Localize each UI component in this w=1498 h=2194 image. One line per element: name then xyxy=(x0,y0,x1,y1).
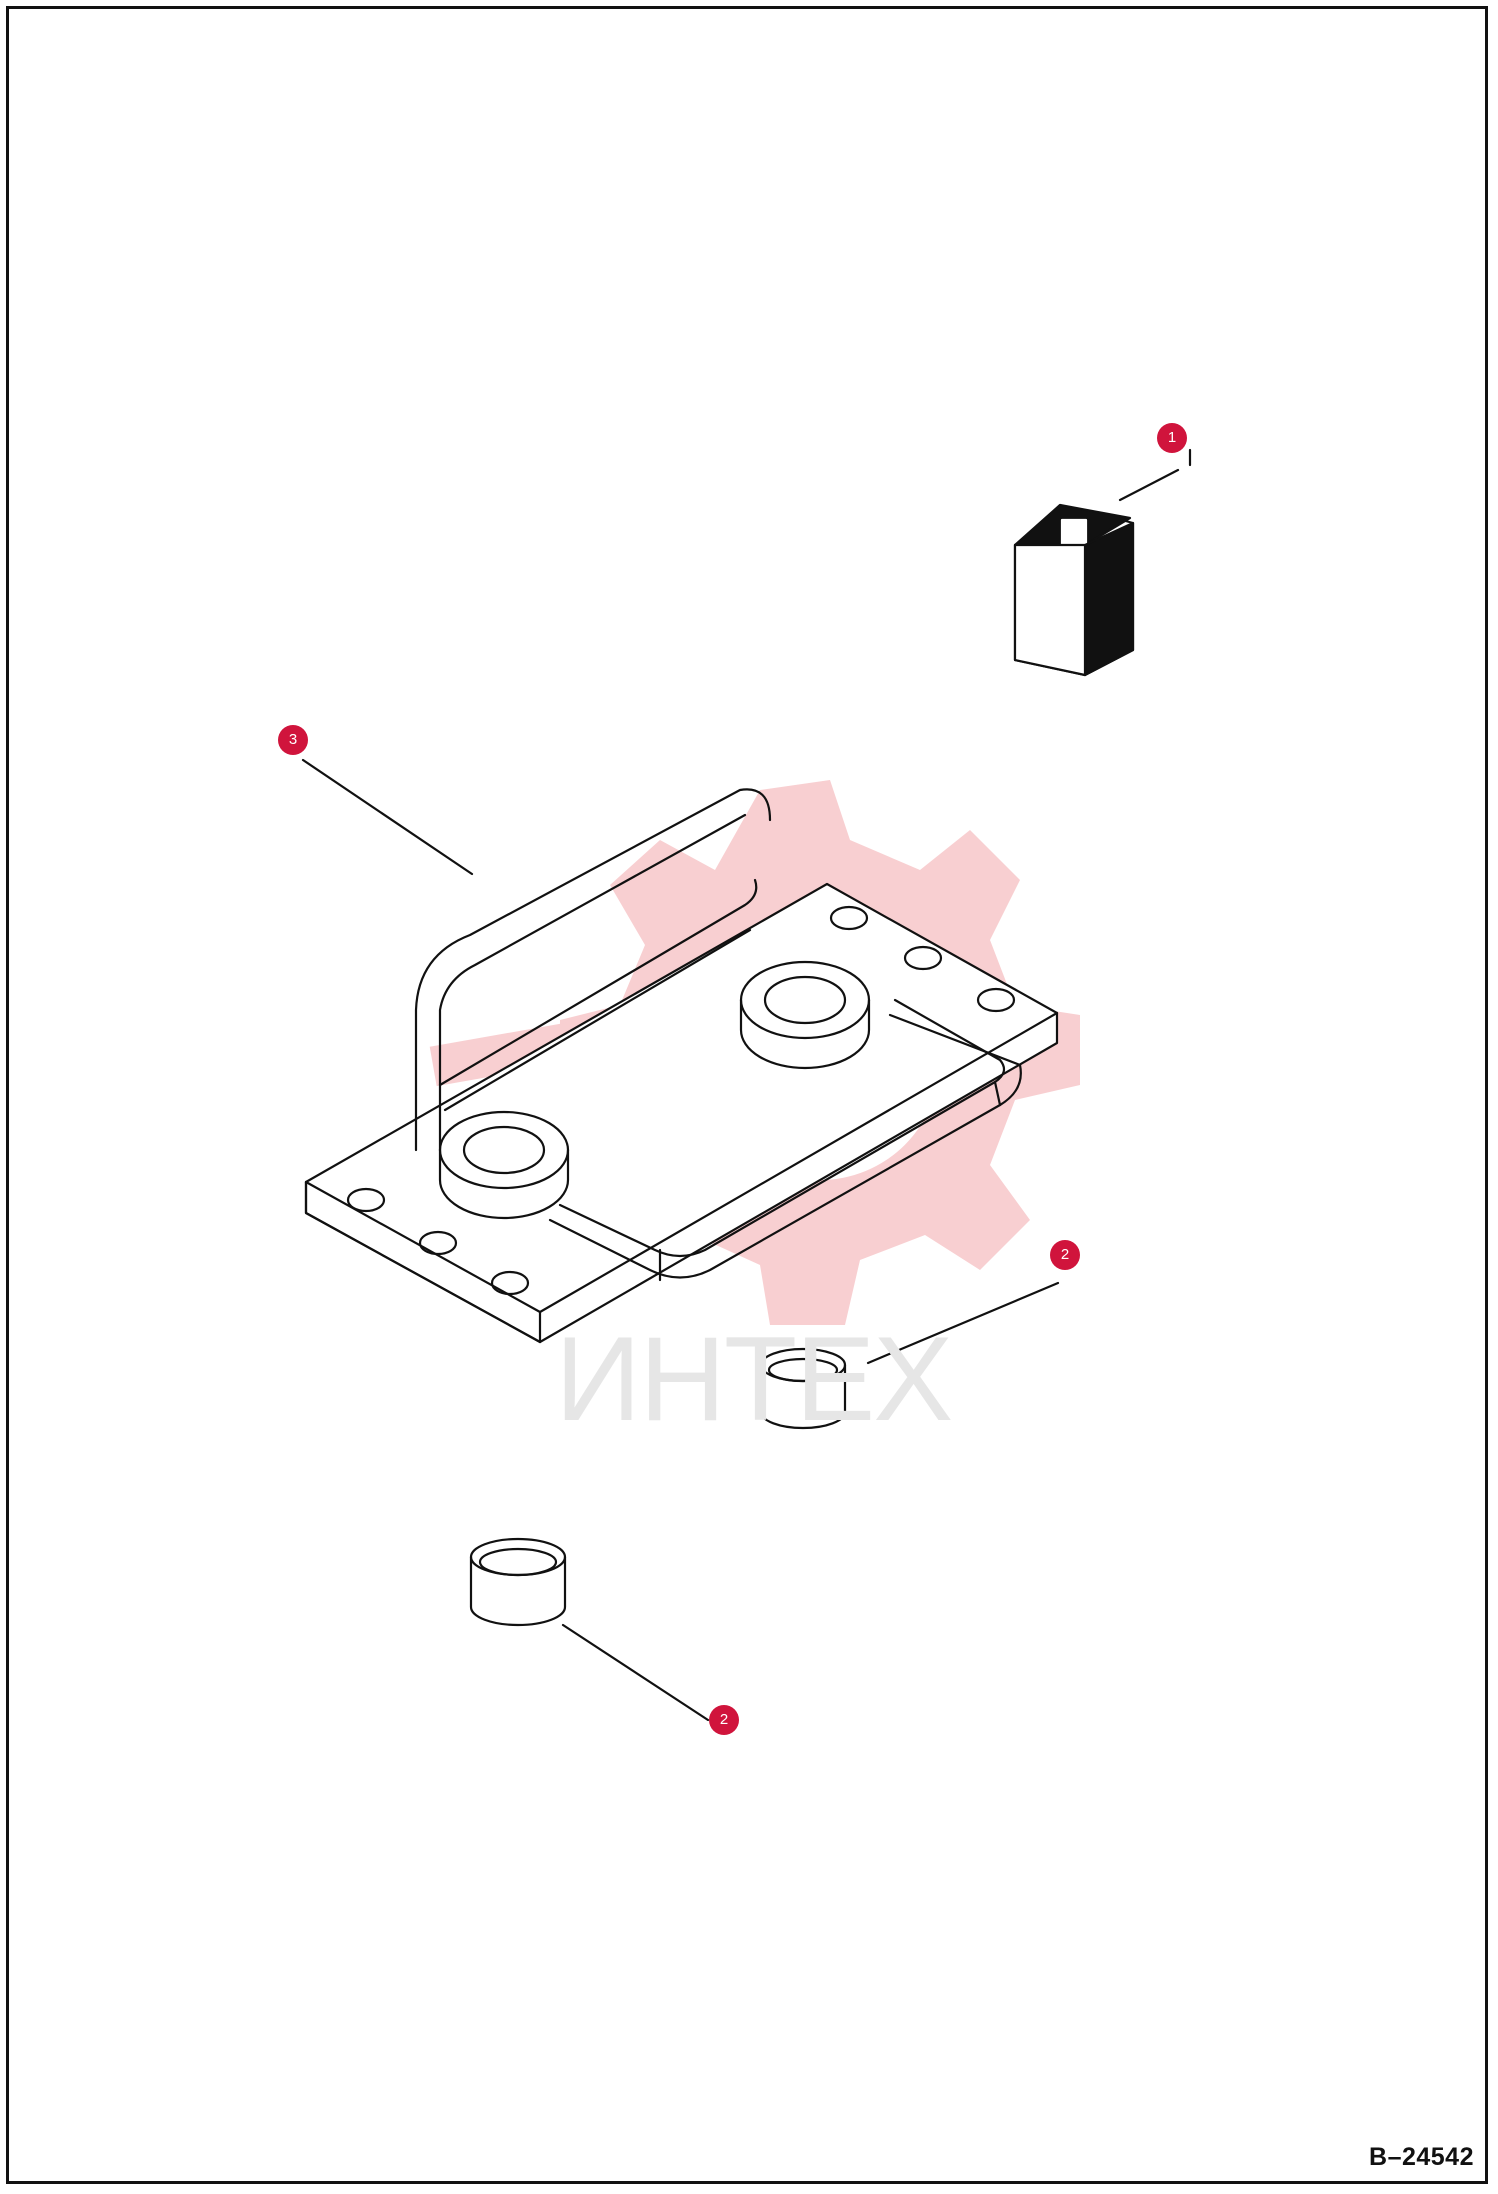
leader-line-2b xyxy=(561,1623,710,1722)
callout-2a[interactable]: 2 xyxy=(1050,1240,1080,1270)
block-part xyxy=(1013,503,1135,677)
bushing-part-left xyxy=(469,1537,567,1627)
leader-line-1 xyxy=(1118,468,1180,502)
leader-line-2a xyxy=(866,1281,1060,1365)
callout-2b[interactable]: 2 xyxy=(709,1705,739,1735)
callout-1[interactable]: 1 xyxy=(1157,423,1187,453)
drawing-number: B–24542 xyxy=(1369,2143,1474,2171)
watermark-text: ИНТЕХ xyxy=(555,1312,953,1446)
drawing-frame xyxy=(6,6,1488,2184)
leader-line-3 xyxy=(301,758,474,876)
plate-part xyxy=(304,788,1059,1344)
callout-3[interactable]: 3 xyxy=(278,725,308,755)
bushing-part-right xyxy=(759,1347,847,1430)
